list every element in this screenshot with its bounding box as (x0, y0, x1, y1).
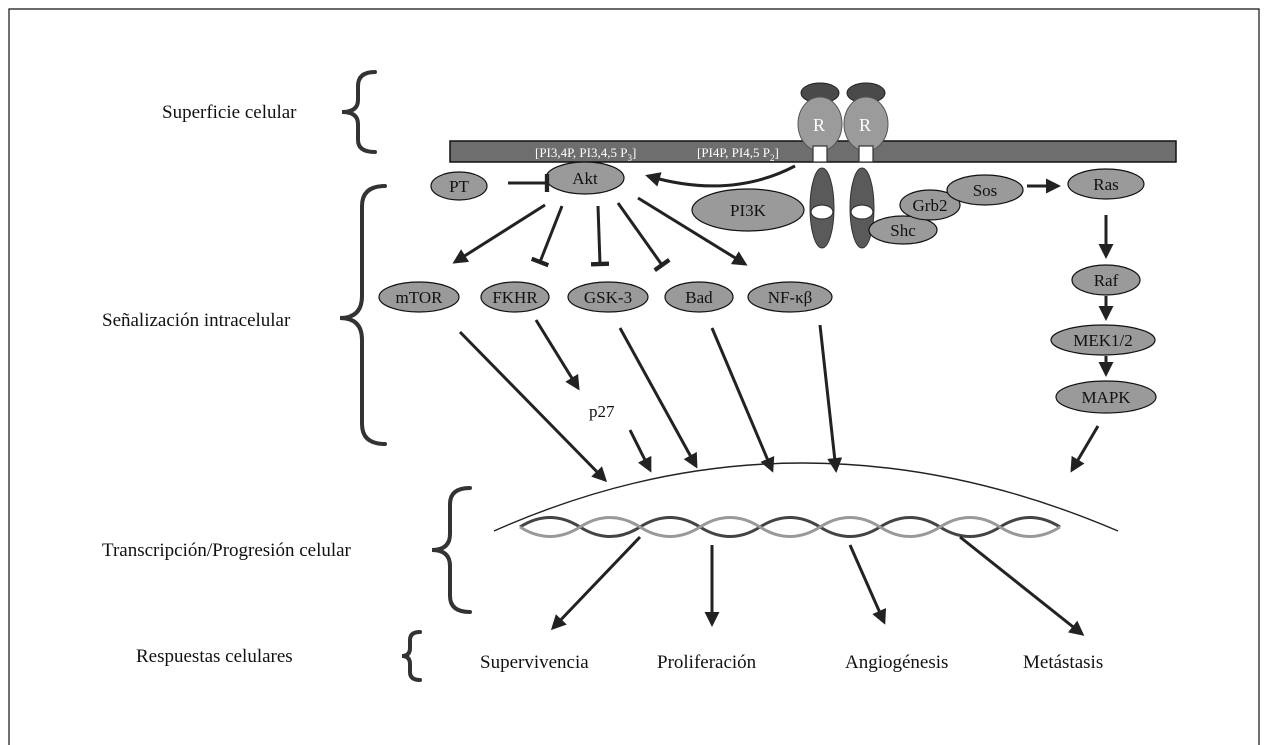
to-survival-arrow (553, 537, 640, 628)
node-nfkb: NF-κβ (748, 282, 832, 312)
svg-text:Raf: Raf (1094, 271, 1119, 290)
svg-text:Grb2: Grb2 (913, 196, 948, 215)
node-akt: Akt (546, 162, 624, 194)
label-p27: p27 (589, 402, 615, 421)
svg-text:FKHR: FKHR (492, 288, 538, 307)
node-fkhr: FKHR (481, 282, 549, 312)
brace-surface (342, 72, 375, 152)
node-sos: Sos (947, 175, 1023, 205)
akt-inhibits-fkhr (540, 206, 562, 262)
svg-text:Akt: Akt (572, 169, 598, 188)
receptor-right-label: R (859, 115, 871, 135)
svg-text:Ras: Ras (1093, 175, 1119, 194)
svg-text:Sos: Sos (973, 181, 998, 200)
akt-to-mtor-arrow (455, 205, 545, 262)
svg-text:NF-κβ: NF-κβ (768, 288, 813, 307)
pi3k-to-akt-arrow (648, 166, 795, 186)
svg-text:Shc: Shc (890, 221, 916, 240)
brace-signaling (340, 186, 385, 444)
svg-text:PT: PT (449, 177, 469, 196)
receptor-left: R (798, 83, 842, 248)
svg-text:Bad: Bad (685, 288, 713, 307)
svg-text:MAPK: MAPK (1081, 388, 1131, 407)
outcome-survival: Supervivencia (480, 652, 589, 673)
node-mtor: mTOR (379, 282, 459, 312)
p27-to-nucleus-arrow (630, 430, 650, 470)
section-label-signaling: Señalización intracelular (102, 310, 291, 331)
svg-text:GSK-3: GSK-3 (584, 288, 632, 307)
mapk-to-nucleus-arrow (1072, 426, 1098, 470)
svg-text:mTOR: mTOR (396, 288, 444, 307)
node-mapk: MAPK (1056, 381, 1156, 413)
brace-responses (402, 632, 420, 680)
outcome-angiogenesis: Angiogénesis (845, 652, 948, 673)
to-metastasis-arrow (960, 537, 1082, 634)
section-label-surface: Superficie celular (162, 102, 297, 123)
section-label-responses: Respuestas celulares (136, 646, 293, 667)
svg-text:MEK1/2: MEK1/2 (1073, 331, 1133, 350)
nfkb-to-nucleus-arrow (820, 325, 836, 470)
svg-text:PI3K: PI3K (730, 201, 767, 220)
node-pi3k: PI3K (692, 189, 804, 231)
node-mek: MEK1/2 (1051, 325, 1155, 355)
section-label-transcription: Transcripción/Progresión celular (102, 540, 352, 561)
akt-inhibits-gsk3 (598, 206, 600, 264)
node-raf: Raf (1072, 265, 1140, 295)
akt-inhibits-bad (618, 203, 662, 265)
bad-to-nucleus-arrow (712, 328, 772, 470)
brace-transcription (432, 488, 470, 612)
gsk3-to-nucleus-arrow (620, 328, 696, 466)
fkhr-to-p27-arrow (536, 320, 578, 388)
node-gsk3: GSK-3 (568, 282, 648, 312)
node-bad: Bad (665, 282, 733, 312)
node-ras: Ras (1068, 169, 1144, 199)
receptor-left-label: R (813, 115, 825, 135)
node-pt: PT (431, 172, 487, 200)
dna-helix (520, 518, 1060, 537)
outcome-proliferation: Proliferación (657, 652, 757, 673)
to-angiogenesis-arrow (850, 545, 884, 622)
mtor-to-nucleus-arrow (460, 332, 605, 480)
outcome-metastasis: Metástasis (1023, 652, 1103, 673)
